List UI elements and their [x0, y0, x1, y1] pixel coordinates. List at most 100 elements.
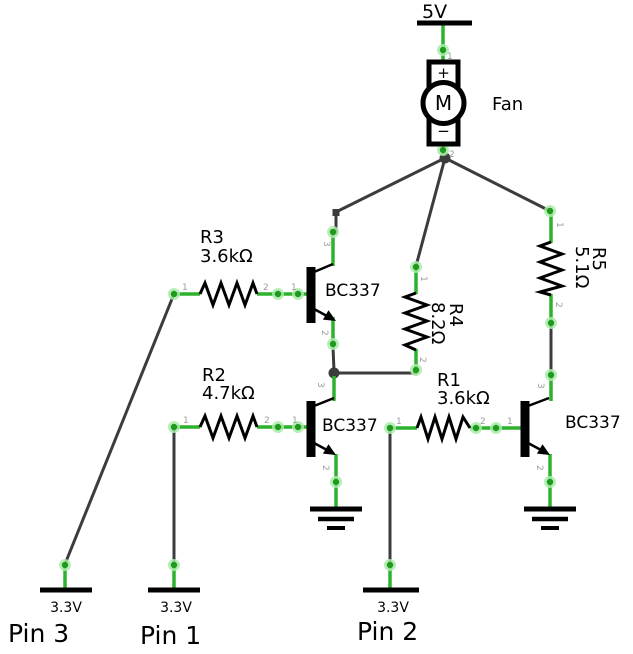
connector-dot[interactable]	[437, 144, 449, 156]
fan-label: Fan	[492, 94, 523, 115]
pin-number: 1	[418, 276, 428, 282]
motor-fan[interactable]: + M − Fan	[420, 59, 523, 147]
r5-value: 5.1Ω	[571, 246, 592, 289]
q2-part-label: BC337	[322, 416, 378, 436]
connector-dot[interactable]	[292, 288, 304, 300]
r2-zigzag	[198, 411, 259, 443]
power-symbol-pin2[interactable]: 3.3V Pin 2	[357, 587, 419, 646]
power-symbol-pin3[interactable]: 3.3V Pin 3	[8, 587, 92, 648]
connector-dot[interactable]	[327, 338, 339, 350]
r1-ref: R1	[437, 370, 461, 391]
connector-dot[interactable]	[272, 288, 284, 300]
connector-dot[interactable]	[544, 205, 556, 217]
r1-zigzag	[415, 412, 472, 444]
r2-value: 4.7kΩ	[202, 383, 255, 404]
connector-dot[interactable]	[272, 421, 284, 433]
resistor-r5[interactable]: R5 5.1Ω	[534, 240, 609, 297]
connector-dot[interactable]	[327, 226, 339, 238]
resistor-r4[interactable]: R4 8.2Ω	[400, 291, 466, 352]
wire-pin3-to-r3[interactable]	[63, 292, 176, 566]
ground-symbol-left[interactable]	[310, 506, 362, 530]
pin-number: 2	[480, 417, 486, 427]
r4-value: 8.2Ω	[427, 302, 448, 345]
pin-number: 2	[264, 416, 270, 426]
q3-base-bar	[520, 401, 530, 457]
pin-number: 1	[396, 417, 402, 427]
pin-number: 2	[534, 465, 544, 471]
connector-dot[interactable]	[410, 261, 422, 273]
connector-dot[interactable]	[59, 559, 71, 571]
r2-ref: R2	[202, 365, 226, 386]
pin-number: 2	[449, 150, 455, 160]
connector-dot[interactable]	[545, 369, 557, 381]
motor-circle	[420, 80, 467, 126]
q3-emitter-arrow-icon	[536, 444, 550, 455]
connector-dot[interactable]	[384, 559, 396, 571]
ground-symbol-right[interactable]	[524, 506, 576, 530]
connector-dot[interactable]	[437, 44, 449, 56]
connector-dot[interactable]	[292, 421, 304, 433]
q2-emitter-line	[313, 441, 328, 452]
pin1-voltage-label: 3.3V	[160, 600, 192, 616]
transistor-q2[interactable]: BC337	[306, 396, 378, 457]
connector-dot[interactable]	[168, 559, 180, 571]
connector-dot[interactable]	[470, 422, 482, 434]
r5-zigzag	[534, 240, 567, 297]
connector-dot[interactable]	[490, 422, 502, 434]
pin-number: 3	[535, 383, 545, 389]
pin-number: 1	[292, 416, 298, 426]
r3-value: 3.6kΩ	[200, 246, 253, 267]
pin-number: 1	[447, 52, 453, 62]
connector-dots	[59, 44, 557, 571]
pin-number: 3	[315, 382, 325, 388]
q1-emitter-line	[313, 307, 328, 318]
r5-ref: R5	[588, 247, 609, 271]
wire-q1-emitter-to-junction[interactable]	[331, 345, 336, 373]
pin-number: 1	[507, 417, 513, 427]
motor-designator: M	[435, 91, 452, 115]
q1-part-label: BC337	[325, 281, 381, 301]
motor-plus-terminal: +	[437, 64, 450, 82]
pin-number: 1	[554, 222, 564, 228]
pin3-voltage-label: 3.3V	[50, 600, 82, 616]
connector-dot[interactable]	[168, 421, 180, 433]
pin-number: 2	[319, 330, 329, 336]
pin-number: 2	[553, 302, 563, 308]
connector-dot[interactable]	[544, 476, 556, 488]
q1-collector-line	[313, 262, 334, 274]
pin-number: 2	[320, 465, 330, 471]
wires-dark	[63, 152, 553, 566]
power-symbol-pin1[interactable]: 3.3V Pin 1	[140, 587, 201, 650]
pin2-voltage-label: 3.3V	[377, 600, 409, 616]
pin3-name-label: Pin 3	[8, 619, 69, 648]
q1-emitter-arrow-icon	[322, 310, 336, 321]
motor-minus-terminal: −	[437, 122, 450, 140]
connector-dot[interactable]	[410, 364, 422, 376]
connector-dot[interactable]	[384, 422, 396, 434]
junction-dot-emitter[interactable]	[328, 367, 340, 379]
power-symbol-5v[interactable]: 5V	[417, 1, 472, 26]
pin-number: 1	[291, 283, 297, 293]
r4-zigzag	[400, 291, 432, 352]
q3-collector-line	[527, 396, 550, 408]
transistor-q3[interactable]: BC337	[520, 396, 621, 457]
connector-dot[interactable]	[168, 288, 180, 300]
wire-motor-to-r5[interactable]	[443, 156, 552, 213]
r3-zigzag	[198, 278, 259, 310]
resistor-r1[interactable]: R1 3.6kΩ	[415, 370, 490, 444]
wire-bendpoint[interactable]	[332, 209, 340, 216]
r4-ref: R4	[445, 303, 466, 327]
resistor-r2[interactable]: R2 4.7kΩ	[198, 365, 259, 443]
pin-number: 2	[417, 357, 427, 363]
pin-number-labels: 1 2 1 2 1 1 2 1 1 2 1 3 2 3 2 3 2 1 2 1 …	[182, 52, 564, 471]
pin-number: 3	[321, 241, 331, 247]
wire-motor-to-r4[interactable]	[414, 156, 447, 268]
r1-value: 3.6kΩ	[437, 388, 490, 409]
connector-dot[interactable]	[330, 476, 342, 488]
q3-part-label: BC337	[565, 413, 621, 433]
resistor-r3[interactable]: R3 3.6kΩ	[198, 227, 259, 310]
transistor-q1[interactable]: BC337	[306, 262, 381, 323]
connector-dot[interactable]	[545, 317, 557, 329]
